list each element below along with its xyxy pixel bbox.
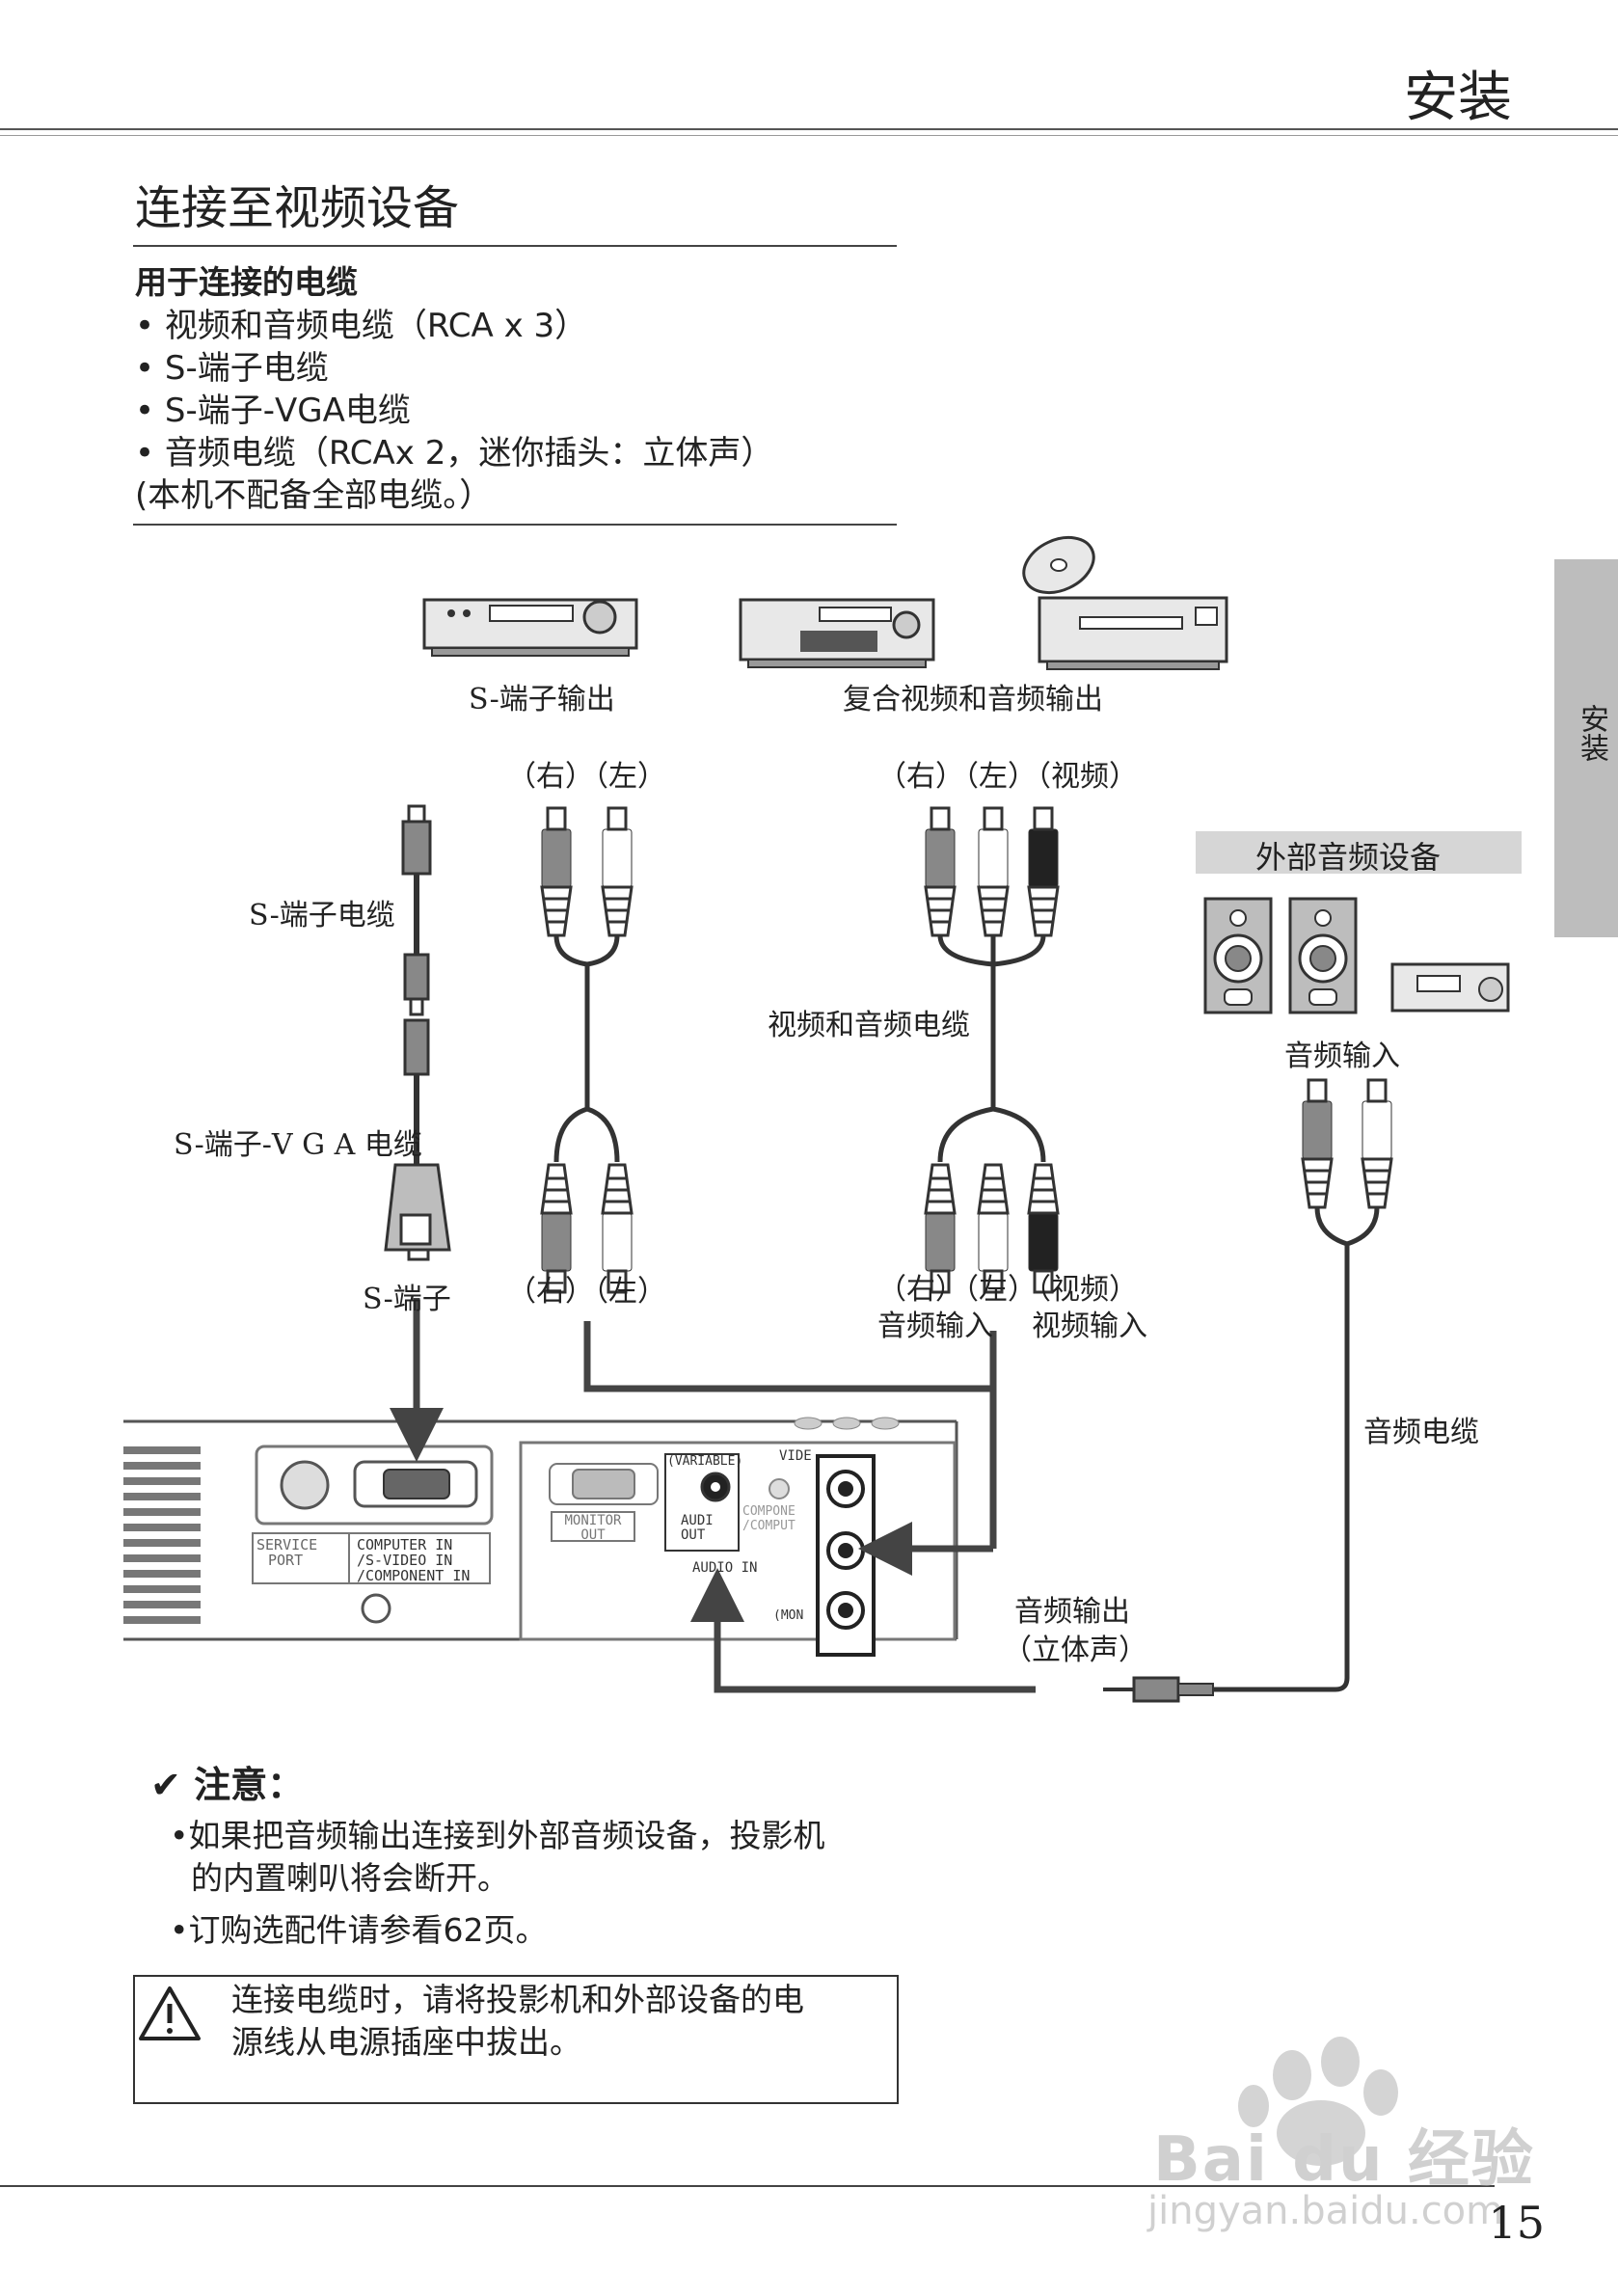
dvd-player-icon: [1022, 535, 1228, 670]
audio-y-cable: [540, 806, 634, 1294]
baidu-paw-icon: [1238, 2037, 1398, 2166]
caution-title: ✔ 注意：: [150, 1764, 305, 1806]
header-rule: [0, 128, 1618, 130]
external-audio-cable: [1103, 1078, 1393, 1703]
label-audio-cable: 音频电缆: [1363, 1416, 1479, 1449]
label-rl-bottom: （右）（左）: [507, 1275, 666, 1309]
audio-in-jacks: [816, 1454, 876, 1657]
list-item: • 音频电缆（RCAx 2，迷你插头：立体声）: [135, 434, 774, 473]
label-audio-in: 音频输入: [1284, 1040, 1400, 1073]
speaker-icon: [1203, 897, 1273, 1014]
label-component-in: COMPONE /COMPUT: [742, 1504, 796, 1533]
amplifier-icon: [1390, 962, 1510, 1013]
av-cable: [924, 806, 1060, 1294]
page-number: 15: [1488, 2197, 1545, 2249]
label-ext-audio: 外部音频设备: [1255, 839, 1442, 876]
label-mono: (MON: [773, 1608, 804, 1623]
list-item: • S-端子电缆: [135, 349, 329, 388]
label-rl-top: （右）（左）: [507, 760, 666, 794]
label-computer-in: COMPUTER IN /S-VIDEO IN /COMPONENT IN: [357, 1536, 471, 1584]
connection-arrows: [390, 1298, 1036, 1693]
label-svideo-port: S-端子: [363, 1283, 451, 1316]
watermark-url: jingyan.baidu.com: [1147, 2189, 1504, 2233]
cable-list: • 视频和音频电缆（RCA x 3） • S-端子电缆 • S-端子-VGA电缆…: [135, 305, 773, 517]
warning-icon: [139, 1986, 201, 2040]
label-audio-in-port: AUDIO IN: [692, 1560, 758, 1576]
list-note: (本机不配备全部电缆。）: [135, 476, 493, 515]
label-svideo-cable: S-端子电缆: [249, 899, 395, 932]
label-rlv-top: （右）（左）（视频）: [877, 760, 1138, 794]
list-rule: [133, 524, 897, 526]
vcr-device-icon: [422, 598, 638, 657]
list-item: •如果把音频输出连接到外部音频设备，投影机: [170, 1817, 825, 1854]
label-audio-out-port: AUDI OUT: [681, 1513, 714, 1543]
list-item: 的内置喇叭将会断开。: [191, 1859, 509, 1897]
projector-rear-panel: [123, 1417, 958, 1657]
warning-box: [133, 1975, 899, 2104]
side-tab-label: 安装: [1575, 704, 1608, 762]
label-video-in: 视频输入: [1032, 1310, 1147, 1343]
cables-subtitle: 用于连接的电缆: [135, 263, 358, 301]
label-svideo-out: S-端子输出: [469, 683, 615, 716]
label-rlv-bottom: （右）（左）（视频）: [877, 1273, 1138, 1307]
svideo-cable: [384, 804, 451, 1261]
ext-audio-band: [1196, 831, 1522, 874]
list-item: • S-端子-VGA电缆: [135, 392, 411, 430]
label-service-port: SERVICE PORT: [256, 1536, 318, 1569]
side-chapter-tab[interactable]: 安装: [1554, 559, 1618, 937]
header-rule-thin: [0, 135, 1618, 136]
list-item: • 视频和音频电缆（RCA x 3）: [135, 307, 588, 345]
watermark-brand: Bai du 经验: [1153, 2124, 1535, 2196]
label-monitor-out: MONITOR OUT: [564, 1513, 622, 1543]
label-audio-out: 音频输出: [1014, 1595, 1130, 1629]
vcr2-device-icon: [739, 598, 935, 668]
chapter-title: 安装: [1404, 67, 1512, 129]
label-av-cable: 视频和音频电缆: [768, 1009, 970, 1042]
label-svga-cable: S-端子-V G A 电缆: [174, 1128, 422, 1162]
warning-text: 连接电缆时，请将投影机和外部设备的电 源线从电源插座中拔出。: [231, 1981, 804, 2061]
caution-body: •如果把音频输出连接到外部音频设备，投影机 的内置喇叭将会断开。 •订购选配件请…: [170, 1815, 824, 1952]
label-audio-in2: 音频输入: [877, 1310, 993, 1343]
section-title: 连接至视频设备: [135, 181, 460, 235]
list-item: •订购选配件请参看62页。: [170, 1911, 548, 1949]
title-rule: [133, 245, 897, 247]
label-variable: (VARIABLE): [667, 1454, 743, 1469]
speaker-icon: [1288, 897, 1358, 1014]
label-video-port: VIDE: [779, 1448, 812, 1464]
label-stereo: （立体声）: [1003, 1634, 1147, 1667]
label-composite-out: 复合视频和音频输出: [843, 683, 1103, 716]
